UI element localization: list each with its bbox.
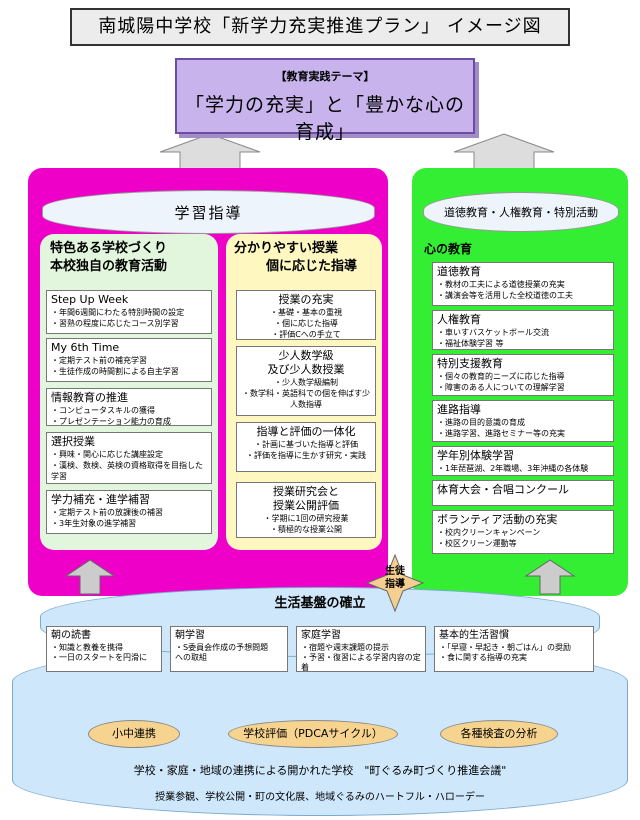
item-title: 授業の充実 bbox=[278, 293, 334, 306]
item-detail: ・コンピュータスキルの獲得 bbox=[51, 406, 155, 415]
panel-heading: 分かりやすい授業 bbox=[234, 241, 339, 256]
item-detail: ・S委員会作成の予想問題 bbox=[175, 643, 269, 652]
item-detail: への取組 bbox=[175, 653, 207, 662]
footer-main: 学校・家庭・地域の連携による開かれた学校 "町ぐるみ町づくり推進会議" bbox=[133, 764, 507, 777]
lesson-item: 少人数学級 及び少人数授業・少人数学級編制・数学科・英語科での個を伸ばす少人数指… bbox=[236, 346, 376, 416]
item-title: 特別支援教育 bbox=[437, 357, 503, 370]
item-detail: ・「早寝・早起き・朝ごはん」の奨励 bbox=[439, 643, 571, 652]
cooperation-oval: 小中連携 bbox=[88, 720, 180, 748]
item-title: 授業研究会と 授業公開評価 bbox=[273, 485, 339, 512]
item-detail: ・講演会等を活用した全校道徳の工夫 bbox=[437, 291, 573, 300]
moral-header: 道徳教育・人権教育・特別活動 bbox=[423, 192, 619, 232]
item-detail: ・少人数学級編制 bbox=[274, 378, 338, 387]
heart-education-heading: 心の教育 bbox=[424, 242, 473, 256]
feature-item: 学力補充・進学補習・定期テスト前の放課後の補習・3年生対象の進学補習 bbox=[46, 490, 212, 534]
item-title: 学力補充・進学補習 bbox=[51, 493, 150, 506]
item-title: 進路指導 bbox=[437, 403, 481, 416]
item-detail: ・学期に1回の研究授業 bbox=[263, 514, 349, 523]
item-detail: ・習熟の程度に応じたコース別学習 bbox=[51, 319, 179, 328]
item-detail: ・食に関する指導の充実 bbox=[439, 653, 527, 662]
feature-item: 情報教育の推進・コンピュータスキルの獲得・プレゼンテーション能力の育成 bbox=[46, 388, 212, 426]
page-title: 南城陽中学校「新学力充実推進プラン」 イメージ図 bbox=[70, 8, 570, 46]
item-title: 指導と評価の一体化 bbox=[256, 425, 356, 438]
feature-item: My 6th Time ・定期テスト前の補充学習・生徒作成の時間割による自主学習 bbox=[46, 338, 212, 382]
item-detail: ・福祉体験学習 等 bbox=[437, 339, 504, 348]
item-title: 学年別体験学習 bbox=[437, 449, 514, 462]
panel-subheading: 個に応じた指導 bbox=[266, 259, 358, 274]
item-detail: ・定期テスト前の補充学習 bbox=[51, 356, 147, 365]
lesson-item: 授業の充実・基礎・基本の重視・個に応じた指導・評価Cへの手立て bbox=[236, 290, 376, 340]
item-detail: ・教材の工夫による道徳授業の充実 bbox=[437, 280, 565, 289]
student-guidance-label: 生徒 指導 bbox=[385, 566, 405, 590]
item-title: 家庭学習 bbox=[301, 630, 341, 641]
lesson-item: 指導と評価の一体化・計画に基づいた指導と評価・評価を指導に生かす研究・実践 bbox=[236, 422, 376, 472]
panel-subheading: 本校独自の教育活動 bbox=[50, 259, 168, 274]
item-title: 情報教育の推進 bbox=[51, 391, 128, 404]
item-detail: ・基礎・基本の重視 bbox=[270, 308, 342, 317]
item-detail: ・個に応じた指導 bbox=[274, 319, 338, 328]
learning-header: 学習指導 bbox=[42, 190, 375, 234]
item-title: 基本的生活習慣 bbox=[439, 630, 509, 641]
item-detail: ・積極的な授業公開 bbox=[270, 525, 342, 534]
feature-item: 選択授業・興味・関心に応じた講座設定・漢検、数検、英検の資格取得を目指した学習 bbox=[46, 432, 212, 484]
item-detail: ・宿題や週末課題の提示 bbox=[301, 643, 389, 652]
guidance-badge-icon bbox=[365, 553, 425, 613]
theme-box: 【教育実践テーマ】 「学力の充実」と「豊かな心の育成」 bbox=[175, 58, 475, 143]
item-detail: ・障害のある人についての理解学習 bbox=[437, 383, 565, 392]
item-title: 選択授業 bbox=[51, 435, 95, 448]
item-detail: ・校区クリーン運動等 bbox=[437, 539, 517, 548]
footer-sub: 授業参観、学校公開・町の文化展、地域ぐるみのハートフル・ハローデー bbox=[155, 792, 485, 803]
support-arrows bbox=[64, 559, 576, 595]
cooperation-oval: 各種検査の分析 bbox=[440, 720, 558, 748]
item-detail: ・進路の目的意識の育成 bbox=[437, 418, 525, 427]
panel-heading: 特色ある学校づくり bbox=[50, 241, 168, 256]
item-detail: ・進路学習、進路セミナー等の充実 bbox=[437, 429, 565, 438]
item-title: My 6th Time bbox=[51, 341, 120, 354]
item-detail: ・評価Cへの手立て bbox=[271, 330, 341, 339]
life-item: 朝の読書・知識と教養を携得・一日のスタートを円滑に bbox=[46, 626, 162, 672]
item-title: 朝の読書 bbox=[51, 630, 91, 641]
heart-item: 人権教育・車いすバスケットボール交流・福祉体験学習 等 bbox=[432, 310, 614, 350]
item-detail: ・校内クリーンキャンペーン bbox=[437, 528, 541, 537]
theme-heading: 【教育実践テーマ】 bbox=[275, 70, 375, 83]
item-detail: ・年間6週間にわたる特別時間の設定 bbox=[51, 308, 185, 317]
heart-item: ボランティア活動の充実・校内クリーンキャンペーン・校区クリーン運動等 bbox=[432, 510, 614, 554]
heart-item: 学年別体験学習・1年琵琶湖、2年職場、3年沖縄の各体験 bbox=[432, 446, 614, 476]
feature-item: Step Up Week ・年間6週間にわたる特別時間の設定・習熟の程度に応じたコ… bbox=[46, 290, 212, 334]
item-detail: ・3年生対象の進学補習 bbox=[51, 519, 137, 528]
life-item: 家庭学習・宿題や週末課題の提示・予習・復習による学習内容の定着 bbox=[296, 626, 426, 672]
item-detail: ・個々の教育的ニーズに応じた指導 bbox=[437, 372, 565, 381]
item-title: Step Up Week bbox=[51, 293, 129, 306]
item-title: 少人数学級 及び少人数授業 bbox=[267, 349, 345, 376]
item-detail: ・予習・復習による学習内容の定着 bbox=[301, 653, 421, 672]
life-item: 朝学習・S委員会作成の予想問題への取組 bbox=[170, 626, 288, 672]
item-detail: ・計画に基づいた指導と評価 bbox=[254, 440, 358, 449]
item-title: 人権教育 bbox=[437, 313, 481, 326]
heart-item: 進路指導・進路の目的意識の育成・進路学習、進路セミナー等の充実 bbox=[432, 400, 614, 442]
life-item: 基本的生活習慣・「早寝・早起き・朝ごはん」の奨励・食に関する指導の充実 bbox=[434, 626, 594, 672]
item-detail: ・生徒作成の時間割による自主学習 bbox=[51, 367, 179, 376]
item-detail: ・一日のスタートを円滑に bbox=[51, 653, 147, 662]
item-detail: ・定期テスト前の放課後の補習 bbox=[51, 508, 163, 517]
item-detail: ・興味・関心に応じた講座設定 bbox=[51, 450, 163, 459]
item-detail: ・車いすバスケットボール交流 bbox=[437, 328, 549, 337]
item-title: ボランティア活動の充実 bbox=[437, 513, 558, 526]
item-detail: ・評価を指導に生かす研究・実践 bbox=[246, 451, 366, 460]
item-detail: ・プレゼンテーション能力の育成 bbox=[51, 417, 171, 426]
item-detail: ・数学科・英語科での個を伸ばす少人数指導 bbox=[242, 389, 370, 409]
heart-item: 特別支援教育・個々の教育的ニーズに応じた指導・障害のある人についての理解学習 bbox=[432, 354, 614, 396]
item-detail: ・漢検、数検、英検の資格取得を目指した学習 bbox=[51, 461, 203, 481]
heart-item: 道徳教育・教材の工夫による道徳授業の充実・講演会等を活用した全校道徳の工夫 bbox=[432, 262, 614, 306]
life-foundation-title: 生活基盤の確立 bbox=[274, 596, 366, 611]
lesson-item: 授業研究会と 授業公開評価・学期に1回の研究授業・積極的な授業公開 bbox=[236, 482, 376, 538]
heart-item: 体育大会・合唱コンクール bbox=[432, 480, 614, 506]
item-detail: ・知識と教養を携得 bbox=[51, 643, 123, 652]
item-detail: ・1年琵琶湖、2年職場、3年沖縄の各体験 bbox=[437, 464, 589, 473]
item-title: 道徳教育 bbox=[437, 265, 481, 278]
theme-main: 「学力の充実」と「豊かな心の育成」 bbox=[184, 94, 465, 143]
item-title: 朝学習 bbox=[175, 630, 205, 641]
cooperation-oval: 学校評価（PDCAサイクル） bbox=[228, 720, 398, 748]
item-title: 体育大会・合唱コンクール bbox=[437, 483, 569, 496]
